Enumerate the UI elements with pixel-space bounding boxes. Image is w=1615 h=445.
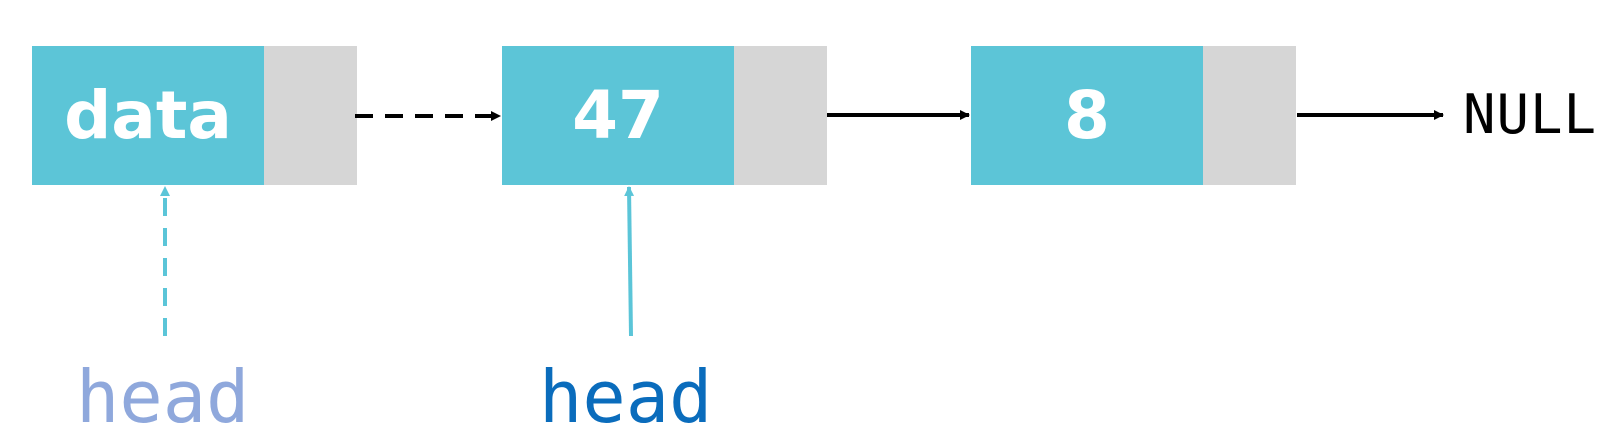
list-node-1: data [32,46,357,185]
node-data-cell: 47 [502,46,734,185]
node-next-pointer-cell [1203,46,1296,185]
node-data-cell: data [32,46,264,185]
node-next-pointer-cell [734,46,827,185]
head-pointer-arrow [624,186,635,337]
list-node-2: 47 [502,46,827,185]
head-label-new: head [539,355,713,439]
node-next-pointer-cell [264,46,357,185]
head-label-old: head [76,355,250,439]
node-data-cell: 8 [971,46,1203,185]
list-node-3: 8 [971,46,1296,185]
null-terminal-label: NULL [1463,83,1598,146]
